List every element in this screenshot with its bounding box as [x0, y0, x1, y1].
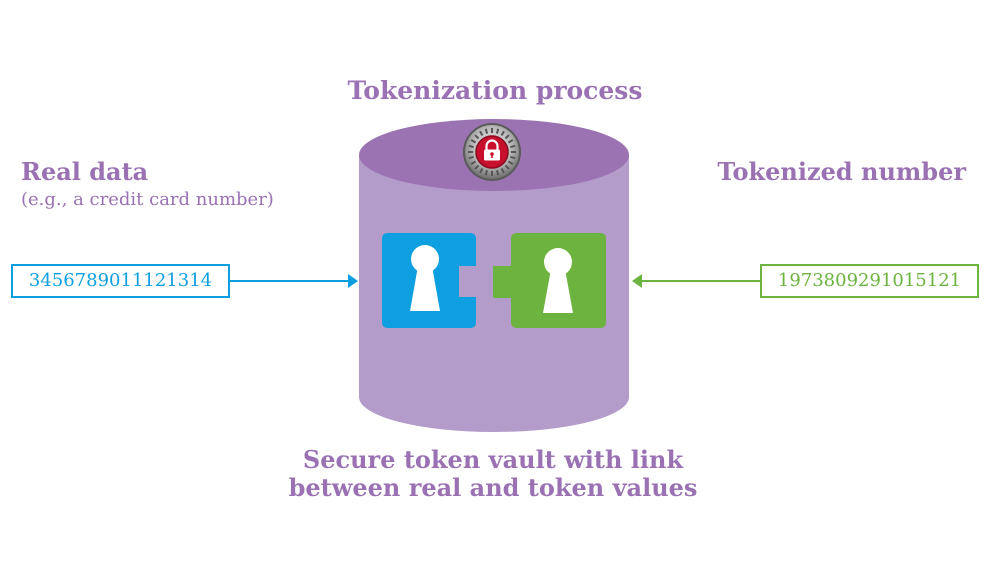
green-puzzle-keyhole-icon: [493, 233, 606, 328]
vault-caption: Secure token vault with link between rea…: [0, 446, 986, 502]
diagram-title: Tokenization process: [347, 76, 643, 105]
blue-puzzle-keyhole-icon: [382, 233, 476, 328]
token-arrow: [632, 274, 760, 288]
dial-tick: [504, 164, 510, 170]
dial-tick: [484, 128, 489, 134]
dial-tick: [495, 128, 500, 134]
vault-caption-line-2: between real and token values: [288, 473, 698, 502]
dial-tick: [484, 170, 489, 176]
real-data-value-box: 3456789011121314: [11, 264, 230, 298]
dial-tick: [470, 139, 477, 144]
dial-tick: [510, 144, 516, 149]
dial-tick: [507, 139, 514, 144]
tokenized-value-box: 1973809291015121: [760, 264, 979, 298]
dial-tick: [495, 170, 500, 176]
dial-tick: [470, 160, 477, 165]
dial-tick: [474, 134, 480, 140]
dial-tick: [479, 167, 484, 174]
dial-tick: [500, 167, 505, 174]
dial-tick: [468, 144, 474, 149]
padlock-dial-icon: [463, 123, 521, 181]
dial-tick: [468, 155, 474, 160]
real-data-heading: Real data: [21, 157, 149, 186]
dial-tick: [474, 164, 480, 170]
dial-tick: [510, 155, 516, 160]
dial-tick: [504, 134, 510, 140]
tokenized-number-heading: Tokenized number: [717, 157, 966, 186]
real-data-subheading: (e.g., a credit card number): [21, 189, 274, 210]
dial-tick: [507, 160, 514, 165]
real-data-label: Real data (e.g., a credit card number): [21, 157, 274, 213]
real-data-arrow: [230, 274, 358, 288]
dial-tick: [500, 130, 505, 137]
vault-caption-line-1: Secure token vault with link: [302, 445, 684, 474]
dial-tick: [479, 130, 484, 137]
